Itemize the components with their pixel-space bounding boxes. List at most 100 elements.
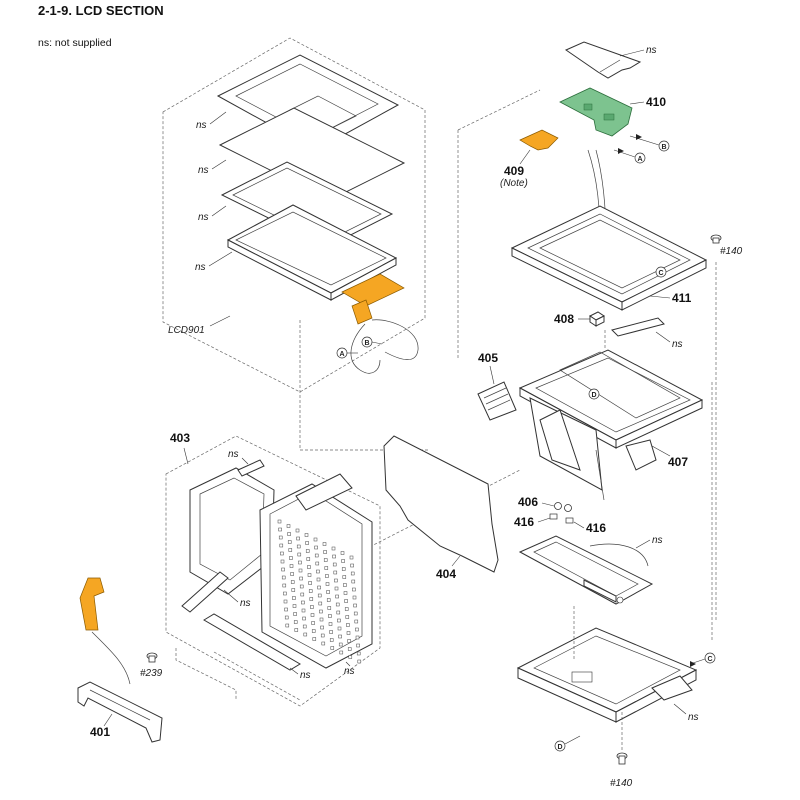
hole xyxy=(299,584,304,589)
part-label-408: 408 xyxy=(554,312,574,326)
frame-403 xyxy=(189,467,373,669)
part-label-416: 416 xyxy=(514,515,534,529)
ns-label: ns xyxy=(228,449,239,460)
screw-icon xyxy=(616,752,628,765)
ns-label: ns xyxy=(688,712,699,723)
ns-label: ns xyxy=(195,262,206,273)
hole xyxy=(338,634,342,639)
hole xyxy=(286,524,291,528)
hole xyxy=(284,607,288,612)
hole xyxy=(293,620,298,624)
hole xyxy=(316,569,320,574)
hole xyxy=(351,579,356,584)
hole xyxy=(308,581,312,585)
svg-text:B: B xyxy=(365,340,370,347)
hole xyxy=(317,593,322,598)
hole xyxy=(325,574,329,578)
hole xyxy=(338,642,343,647)
lcd-frame-411 xyxy=(510,205,708,311)
guide-line xyxy=(213,651,301,701)
hole xyxy=(333,570,338,575)
hole xyxy=(329,638,334,642)
hole xyxy=(321,641,326,646)
hole xyxy=(341,567,346,571)
hole xyxy=(346,631,351,635)
svg-text:D: D xyxy=(558,744,563,751)
lcd-cable-loop-2 xyxy=(350,323,381,374)
screw-label-239: #239 xyxy=(140,668,163,679)
hole xyxy=(340,551,345,555)
part-label-407: 407 xyxy=(668,455,688,469)
ns-bar xyxy=(203,613,301,671)
hole xyxy=(323,550,327,554)
hole xyxy=(281,575,286,580)
hole xyxy=(348,655,353,659)
bracket-401 xyxy=(77,681,163,743)
hole xyxy=(347,639,351,643)
hole xyxy=(278,527,282,532)
part-405 xyxy=(477,381,517,421)
hole xyxy=(319,617,324,622)
hole xyxy=(310,613,315,617)
part-label-401: 401 xyxy=(90,725,110,739)
svg-text:A: A xyxy=(340,351,345,358)
legend-note: ns: not supplied xyxy=(38,37,112,49)
connector-d-icon: D xyxy=(554,740,566,752)
screw-label-140: #140 xyxy=(720,246,743,257)
part-406 xyxy=(554,502,572,512)
ns-strip-small xyxy=(611,317,665,337)
hole xyxy=(342,575,347,579)
hole xyxy=(322,542,327,546)
hole xyxy=(297,552,302,557)
hole xyxy=(332,554,336,559)
sheet-404 xyxy=(383,435,499,573)
hole xyxy=(327,606,332,610)
hole xyxy=(311,621,315,625)
ns-label: ns xyxy=(652,535,663,546)
hole xyxy=(308,589,313,593)
hole xyxy=(337,618,341,623)
connector-b-icon: B xyxy=(658,140,670,152)
connector-c-icon: C xyxy=(704,652,716,664)
hole xyxy=(292,596,296,600)
part-408 xyxy=(589,311,605,327)
svg-text:C: C xyxy=(708,656,713,663)
hole xyxy=(356,651,361,656)
hole xyxy=(290,580,295,584)
part-label-406: 406 xyxy=(518,495,538,509)
hole xyxy=(296,544,301,549)
hole xyxy=(300,592,305,597)
hole xyxy=(357,659,362,664)
ns-label: ns xyxy=(646,45,657,56)
svg-text:A: A xyxy=(638,156,643,163)
hole xyxy=(279,543,284,548)
hole xyxy=(314,553,319,558)
hole xyxy=(347,647,352,651)
hole-grid xyxy=(277,519,362,664)
hole xyxy=(353,611,358,616)
hole xyxy=(324,566,329,570)
lcd-flex-cable xyxy=(341,273,405,325)
connector-a-icon: A xyxy=(634,152,646,164)
hole xyxy=(315,561,320,566)
group-403-outline xyxy=(165,435,381,707)
ns-label: ns xyxy=(240,598,251,609)
connector-c-icon: C xyxy=(655,266,667,278)
hole xyxy=(307,573,312,577)
hole xyxy=(278,535,283,540)
svg-text:B: B xyxy=(662,144,667,151)
hole xyxy=(288,548,293,552)
hole xyxy=(283,591,287,596)
hole xyxy=(290,572,294,576)
part-label-416: 416 xyxy=(586,521,606,535)
hole xyxy=(352,587,356,592)
hole xyxy=(326,598,331,602)
hole xyxy=(314,545,318,550)
hole xyxy=(323,558,328,562)
hole xyxy=(294,628,299,632)
hole xyxy=(352,595,357,600)
hole xyxy=(306,557,311,561)
ns-label: ns xyxy=(344,666,355,677)
part-label-404: 404 xyxy=(436,567,456,581)
